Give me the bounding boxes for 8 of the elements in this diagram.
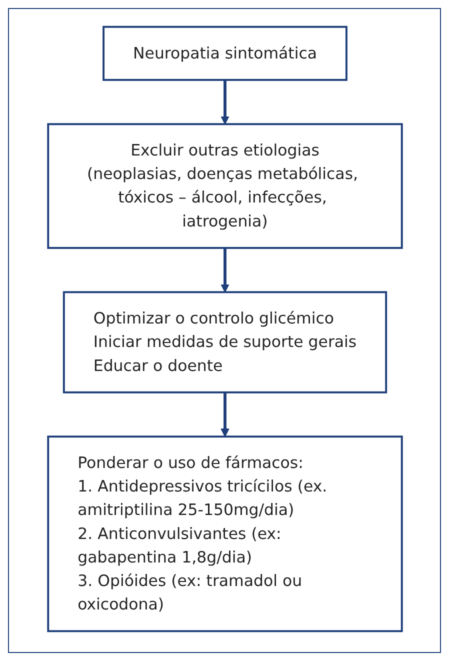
node-box [46, 123, 402, 249]
arrow [220, 80, 229, 125]
node-box [46, 436, 402, 632]
page-frame: Neuropatia sintomática Excluir outras etiologias (neoplasias, doenças metabólicas, tóxicos – álcool, infecções, iatrogenia) Optimizar o controlo glicémico Iniciar medidas de suporte gerais Educar o doente Ponderar o uso de fármacos: 1. Antidepressivos tricícilos (ex. amitriptilina 25-150mg/dia) 2. Anticonvulsivantes (ex: gabapentina 1,8g/dia) 3. Opióides (ex: tramadol ou oxicodona) [8, 8, 441, 653]
arrow [220, 392, 229, 437]
arrow [220, 248, 229, 293]
node-box [62, 291, 387, 394]
node-box [102, 26, 347, 81]
